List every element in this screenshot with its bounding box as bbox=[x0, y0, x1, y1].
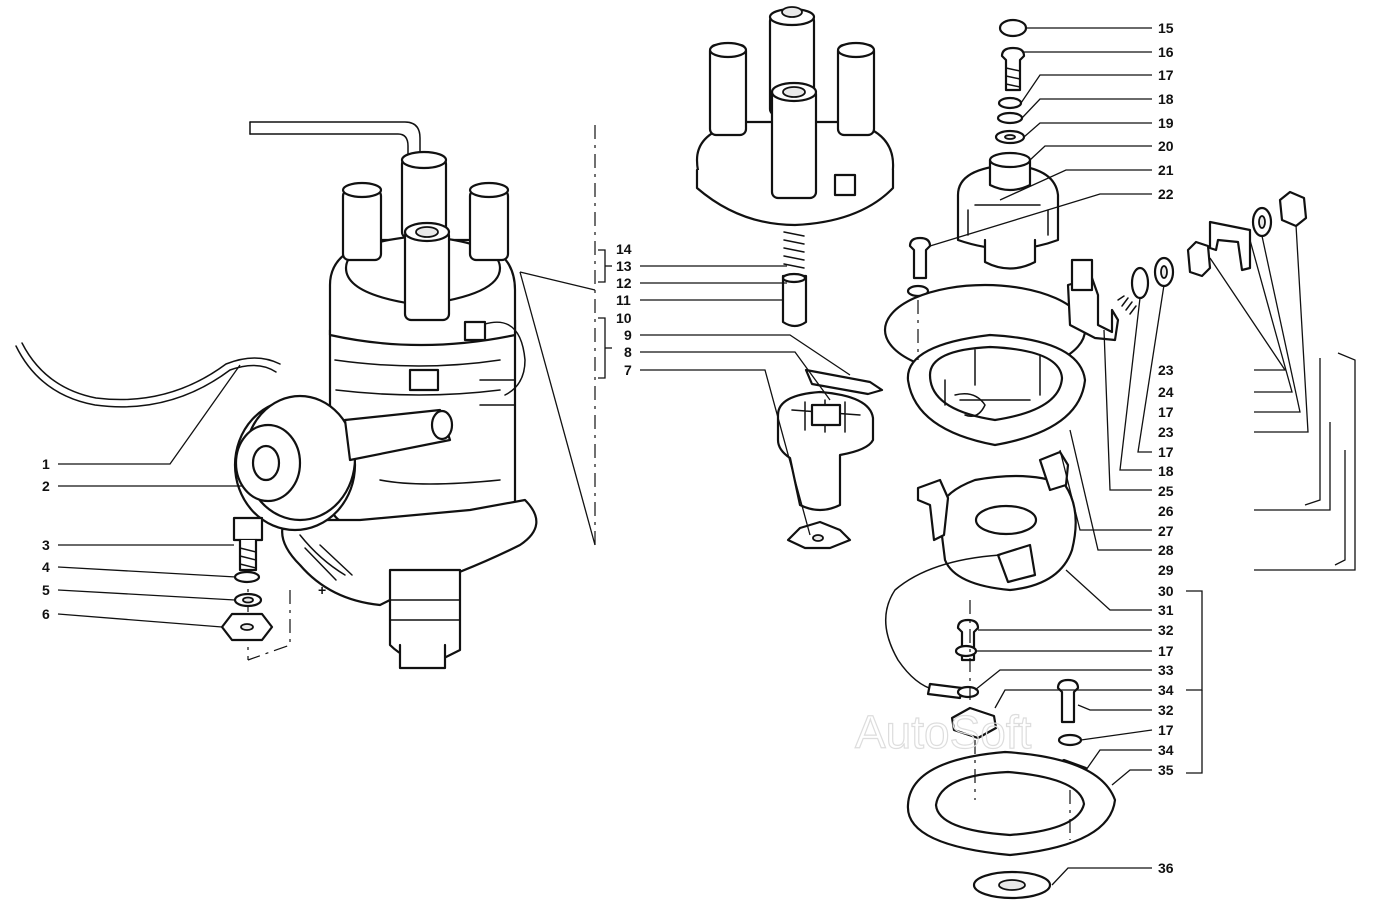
callout-29: 29 bbox=[1158, 562, 1174, 578]
side-hardware bbox=[1130, 190, 1308, 300]
callout-18-a: 18 bbox=[1158, 91, 1174, 107]
callout-17-c: 17 bbox=[1158, 444, 1174, 460]
right-hardware-stack bbox=[994, 18, 1028, 145]
callout-28: 28 bbox=[1158, 542, 1174, 558]
callout-33: 33 bbox=[1158, 662, 1174, 678]
callout-30: 30 bbox=[1158, 583, 1174, 599]
callout-17-e: 17 bbox=[1158, 722, 1174, 738]
assembled-distributor: + bbox=[15, 121, 596, 670]
callout-27: 27 bbox=[1158, 523, 1174, 539]
rotor-assembly bbox=[776, 368, 884, 550]
callout-10: 10 bbox=[616, 310, 632, 326]
bolt-and-washers bbox=[220, 516, 274, 642]
base-ring-and-washer bbox=[906, 300, 1117, 900]
callout-35: 35 bbox=[1158, 762, 1174, 778]
callout-34-a: 34 bbox=[1158, 682, 1174, 698]
callout-20: 20 bbox=[1158, 138, 1174, 154]
callout-14: 14 bbox=[616, 241, 632, 257]
cam-and-rotor-hub bbox=[906, 151, 1060, 298]
callout-15: 15 bbox=[1158, 20, 1174, 36]
callout-9: 9 bbox=[624, 327, 632, 343]
callout-6: 6 bbox=[42, 606, 50, 622]
callout-36: 36 bbox=[1158, 860, 1174, 876]
callout-34-b: 34 bbox=[1158, 742, 1174, 758]
callout-26: 26 bbox=[1158, 503, 1174, 519]
callout-16: 16 bbox=[1158, 44, 1174, 60]
callout-32-a: 32 bbox=[1158, 622, 1174, 638]
callout-8: 8 bbox=[624, 344, 632, 360]
callout-4: 4 bbox=[42, 559, 50, 575]
callout-21: 21 bbox=[1158, 162, 1174, 178]
callout-12: 12 bbox=[616, 275, 632, 291]
callout-17-a: 17 bbox=[1158, 67, 1174, 83]
callout-22: 22 bbox=[1158, 186, 1174, 202]
callout-23-b: 23 bbox=[1158, 424, 1174, 440]
breaker-plate bbox=[883, 258, 1137, 447]
callout-23-a: 23 bbox=[1158, 362, 1174, 378]
callout-24: 24 bbox=[1158, 384, 1174, 400]
callout-31: 31 bbox=[1158, 602, 1174, 618]
advance-plate bbox=[884, 450, 1090, 790]
callout-3: 3 bbox=[42, 537, 50, 553]
callout-1: 1 bbox=[42, 456, 50, 472]
callout-13: 13 bbox=[616, 258, 632, 274]
callout-17-b: 17 bbox=[1158, 404, 1174, 420]
callout-18-b: 18 bbox=[1158, 463, 1174, 479]
callout-32-b: 32 bbox=[1158, 702, 1174, 718]
callout-7: 7 bbox=[624, 362, 632, 378]
callout-labels: 1 2 3 4 5 6 7 8 9 10 11 12 13 14 15 16 1… bbox=[42, 20, 1174, 876]
leader-lines bbox=[57, 27, 1356, 886]
callout-25: 25 bbox=[1158, 483, 1174, 499]
callout-5: 5 bbox=[42, 582, 50, 598]
callout-19: 19 bbox=[1158, 115, 1174, 131]
distributor-cap bbox=[695, 6, 895, 227]
callout-11: 11 bbox=[616, 292, 631, 308]
watermark-text: AutoSoft bbox=[855, 706, 1032, 758]
callout-2: 2 bbox=[42, 478, 50, 494]
carbon-brush-and-spring bbox=[781, 231, 808, 328]
callout-17-d: 17 bbox=[1158, 643, 1174, 659]
svg-text:+: + bbox=[318, 582, 326, 598]
